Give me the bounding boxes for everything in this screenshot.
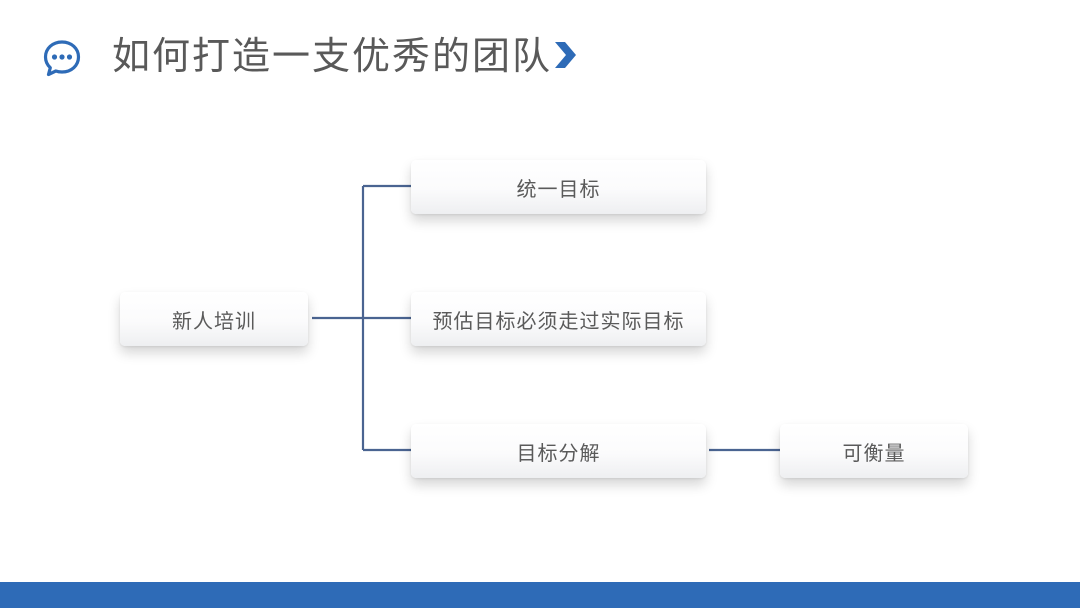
node-child-3-label: 目标分解 xyxy=(516,440,601,465)
footer-bar xyxy=(0,582,1080,608)
node-root: 新人培训 xyxy=(120,292,308,346)
node-root-label: 新人培训 xyxy=(172,308,256,333)
node-leaf: 可衡量 xyxy=(780,424,968,478)
node-child-1: 统一目标 xyxy=(411,160,706,214)
node-child-1-label: 统一目标 xyxy=(516,176,601,201)
node-child-2-label: 预估目标必须走过实际目标 xyxy=(432,308,685,333)
slide-title: 如何打造一支优秀的团队 xyxy=(112,34,553,78)
chevron-right-icon xyxy=(555,42,576,68)
node-child-2: 预估目标必须走过实际目标 xyxy=(411,292,706,346)
node-child-3: 目标分解 xyxy=(411,424,706,478)
chat-bubble-icon xyxy=(43,40,81,77)
node-leaf-label: 可衡量 xyxy=(842,440,906,465)
